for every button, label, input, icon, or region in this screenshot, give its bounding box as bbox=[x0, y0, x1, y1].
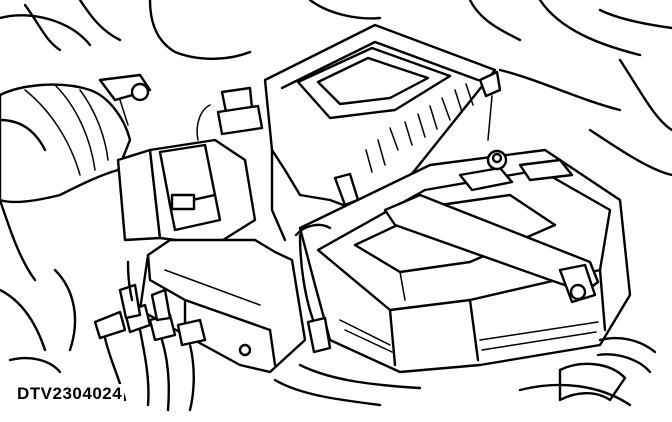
maf-electrical-connector bbox=[196, 86, 264, 141]
air-cleaner-housing bbox=[263, 23, 502, 242]
battery-hold-down-strap bbox=[383, 193, 600, 304]
background-contours bbox=[0, 0, 672, 374]
battery-cable bbox=[294, 223, 332, 354]
air-intake-duct bbox=[0, 83, 132, 204]
lower-pipes bbox=[273, 336, 657, 407]
mass-air-flow-sensor bbox=[116, 138, 257, 268]
duct-hose-clamp bbox=[98, 73, 152, 126]
figure-reference-code: DTV2304024 bbox=[15, 384, 125, 404]
